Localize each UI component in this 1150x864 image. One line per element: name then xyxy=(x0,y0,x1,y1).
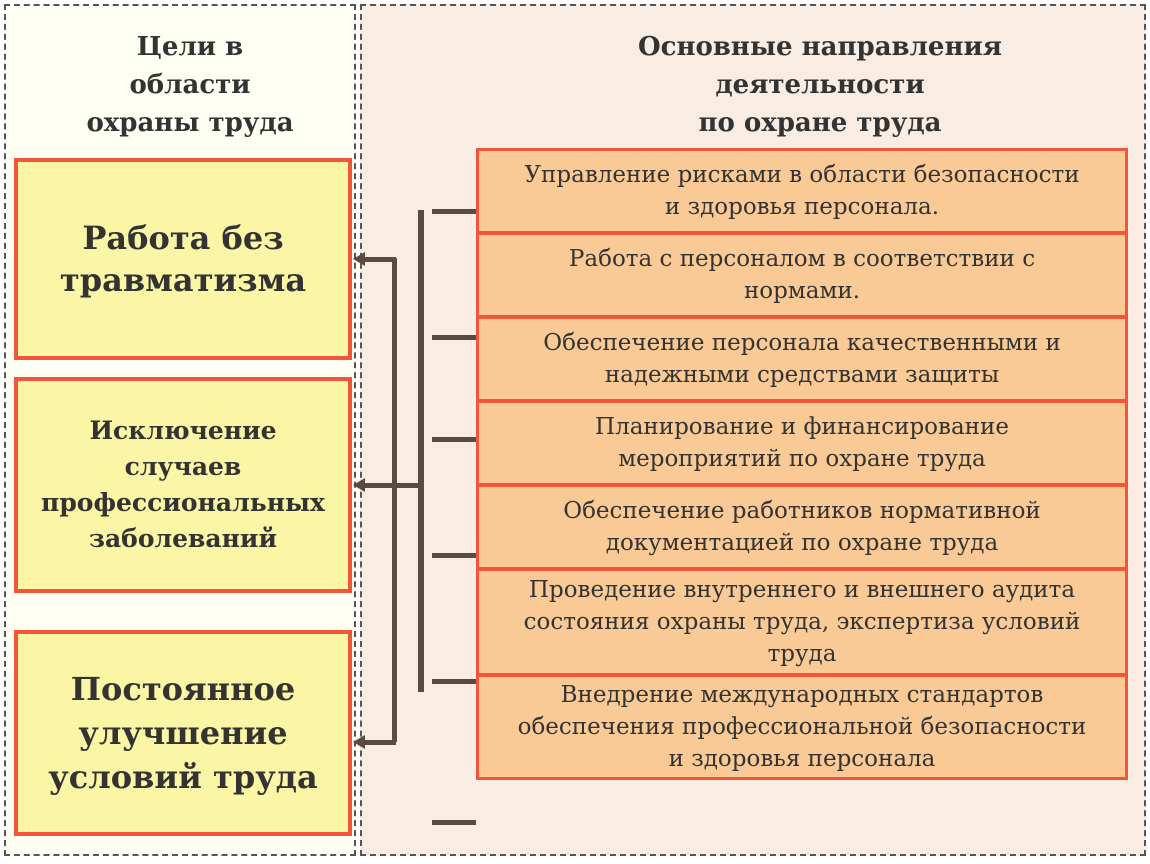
arrow-head-icon xyxy=(353,252,365,266)
bracket-bar xyxy=(392,258,397,742)
connector-tick xyxy=(432,679,476,684)
goal-label: Постоянное улучшение условий труда xyxy=(48,670,318,796)
direction-label: Внедрение международных стандартов обесп… xyxy=(517,682,1087,772)
directions-heading: Основные направления деятельности по охр… xyxy=(638,32,1002,138)
arrow-head-icon xyxy=(353,735,365,749)
connector-tick xyxy=(432,553,476,558)
connector-tick xyxy=(432,209,476,214)
goal-box-no-injuries: Работа без травматизма xyxy=(14,158,352,360)
arrow-shaft xyxy=(364,257,396,262)
direction-box-international-standards: Внедрение международных стандартов обесп… xyxy=(476,674,1128,780)
direction-box-documentation: Обеспечение работников нормативной докум… xyxy=(476,484,1128,570)
goal-label: Работа без травматизма xyxy=(59,219,307,299)
arrow-head-icon xyxy=(353,478,365,492)
main-connector-bar xyxy=(418,210,424,692)
goal-box-no-occupational-diseases: Исключение случаев профессиональных забо… xyxy=(14,377,352,593)
connector-tick xyxy=(432,437,476,442)
goal-box-continuous-improvement: Постоянное улучшение условий труда xyxy=(14,630,352,836)
connector-tick xyxy=(432,820,476,825)
arrow-shaft xyxy=(364,740,396,745)
bracket-link xyxy=(394,483,418,488)
direction-box-personnel-work: Работа с персоналом в соответствии с нор… xyxy=(476,232,1128,318)
direction-label: Обеспечение персонала качественными и на… xyxy=(543,330,1061,388)
direction-label: Проведение внутреннего и внешнего аудита… xyxy=(523,577,1081,667)
direction-label: Планирование и финансирование мероприяти… xyxy=(595,414,1009,472)
direction-box-planning-financing: Планирование и финансирование мероприяти… xyxy=(476,400,1128,486)
direction-label: Обеспечение работников нормативной докум… xyxy=(563,498,1041,556)
direction-label: Работа с персоналом в соответствии с нор… xyxy=(568,246,1036,304)
direction-box-protective-equipment: Обеспечение персонала качественными и на… xyxy=(476,316,1128,402)
arrow-shaft xyxy=(364,483,396,488)
direction-box-audit: Проведение внутреннего и внешнего аудита… xyxy=(476,568,1128,676)
direction-box-risk-management: Управление рисками в области безопасност… xyxy=(476,148,1128,234)
goal-label: Исключение случаев профессиональных забо… xyxy=(41,416,325,553)
direction-label: Управление рисками в области безопасност… xyxy=(524,162,1080,220)
goals-heading: Цели в области охраны труда xyxy=(86,32,294,138)
connector-tick xyxy=(432,335,476,340)
